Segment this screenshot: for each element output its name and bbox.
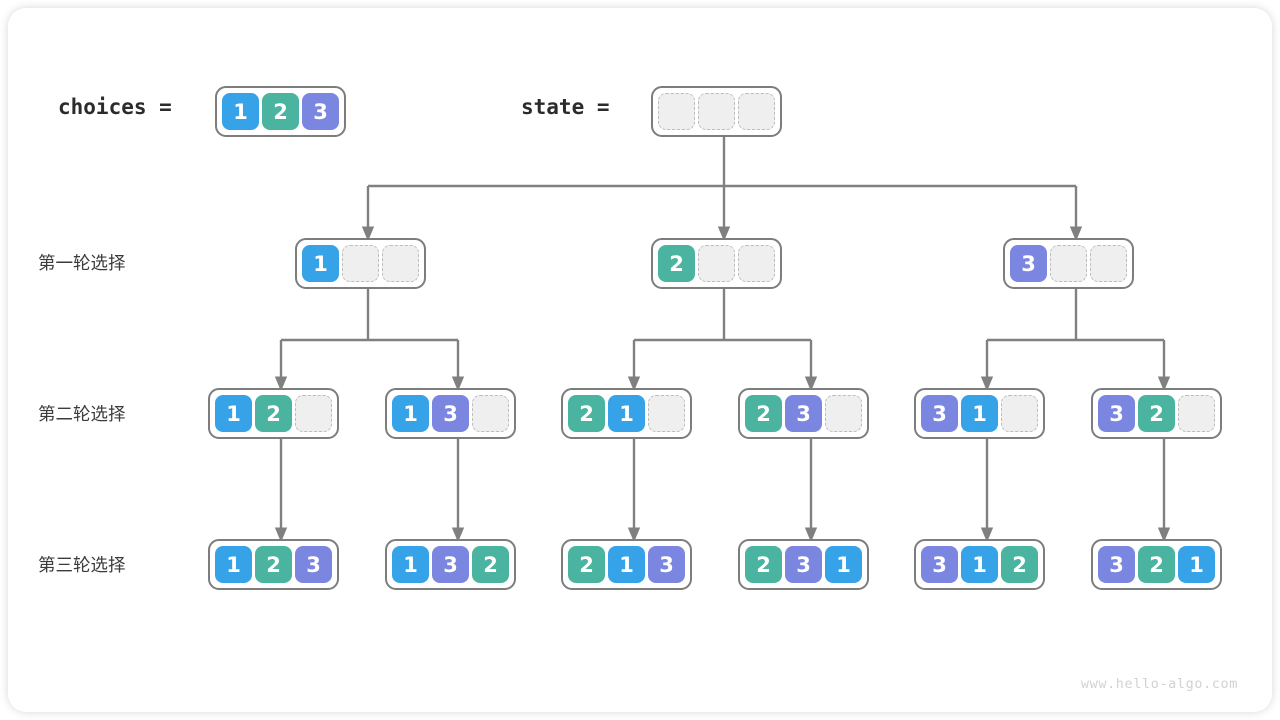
node-l2-1-cell-2: 2	[255, 395, 292, 432]
node-l3-4-cell-1: 2	[745, 546, 782, 583]
node-l3-1-cell-2: 2	[255, 546, 292, 583]
watermark: www.hello-algo.com	[1080, 676, 1238, 692]
node-l3-5-cell-1: 3	[921, 546, 958, 583]
choices-array-cell-2: 2	[262, 93, 299, 130]
state-array	[651, 86, 782, 137]
node-l1-1-cell-2	[342, 245, 379, 282]
row-label-round-1: 第一轮选择	[38, 254, 126, 274]
state-array-cell-2	[698, 93, 735, 130]
node-l1-3-cell-3	[1090, 245, 1127, 282]
node-l2-5-cell-1: 3	[921, 395, 958, 432]
node-l2-5-cell-2: 1	[961, 395, 998, 432]
node-l2-2-cell-3	[472, 395, 509, 432]
node-l2-2-cell-1: 1	[392, 395, 429, 432]
node-l3-3-cell-3: 3	[648, 546, 685, 583]
node-l1-1-cell-1: 1	[302, 245, 339, 282]
node-l3-1-cell-1: 1	[215, 546, 252, 583]
node-l3-2-cell-1: 1	[392, 546, 429, 583]
row-label-round-3: 第三轮选择	[38, 556, 126, 576]
node-l3-3-cell-1: 2	[568, 546, 605, 583]
node-l2-5-cell-3	[1001, 395, 1038, 432]
row-label-round-2: 第二轮选择	[38, 405, 126, 425]
node-l3-6-cell-1: 3	[1098, 546, 1135, 583]
node-l3-4-cell-3: 1	[825, 546, 862, 583]
node-l1-1: 1	[295, 238, 426, 289]
node-l1-1-cell-3	[382, 245, 419, 282]
state-array-cell-3	[738, 93, 775, 130]
node-l3-5-cell-3: 2	[1001, 546, 1038, 583]
node-l2-3-cell-1: 2	[568, 395, 605, 432]
node-l2-1-cell-3	[295, 395, 332, 432]
node-l2-1-cell-1: 1	[215, 395, 252, 432]
node-l2-4-cell-2: 3	[785, 395, 822, 432]
node-l3-5-cell-2: 1	[961, 546, 998, 583]
node-l2-6-cell-2: 2	[1138, 395, 1175, 432]
node-l2-6-cell-3	[1178, 395, 1215, 432]
node-l1-2-cell-3	[738, 245, 775, 282]
node-l2-4-cell-1: 2	[745, 395, 782, 432]
node-l1-2: 2	[651, 238, 782, 289]
choices-array-cell-1: 1	[222, 93, 259, 130]
choices-label: choices =	[58, 95, 172, 119]
node-l3-4-cell-2: 3	[785, 546, 822, 583]
node-l2-2-cell-2: 3	[432, 395, 469, 432]
node-l2-4-cell-3	[825, 395, 862, 432]
node-l3-2-cell-3: 2	[472, 546, 509, 583]
node-l1-3-cell-2	[1050, 245, 1087, 282]
node-l2-3-cell-3	[648, 395, 685, 432]
node-l2-3-cell-2: 1	[608, 395, 645, 432]
node-l1-2-cell-1: 2	[658, 245, 695, 282]
state-label: state =	[521, 95, 610, 119]
node-l3-2-cell-2: 3	[432, 546, 469, 583]
node-l2-6-cell-1: 3	[1098, 395, 1135, 432]
node-l3-6-cell-3: 1	[1178, 546, 1215, 583]
node-l1-3-cell-1: 3	[1010, 245, 1047, 282]
choices-array-cell-3: 3	[302, 93, 339, 130]
node-l1-2-cell-2	[698, 245, 735, 282]
node-l3-6-cell-2: 2	[1138, 546, 1175, 583]
node-l3-3-cell-2: 1	[608, 546, 645, 583]
node-l1-3: 3	[1003, 238, 1134, 289]
state-array-cell-1	[658, 93, 695, 130]
node-l3-1-cell-3: 3	[295, 546, 332, 583]
